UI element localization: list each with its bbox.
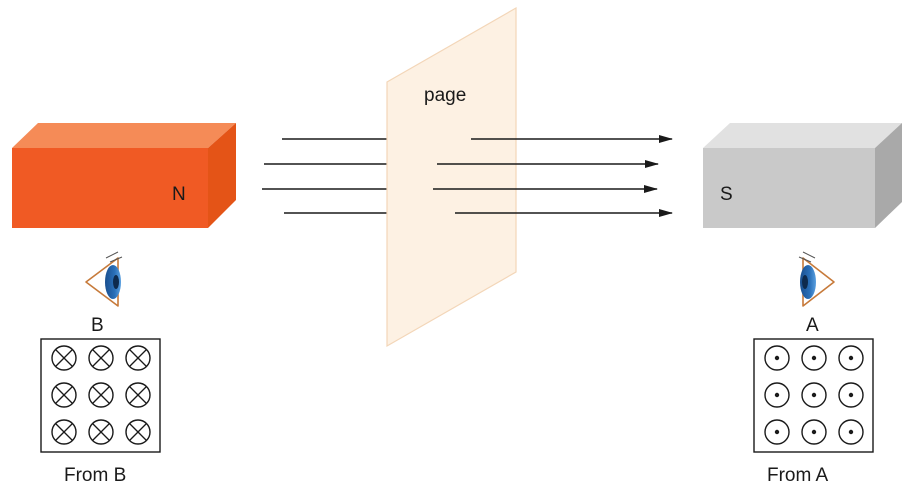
field-lines-left-segments <box>262 138 390 214</box>
north-magnet-front-face <box>12 148 208 228</box>
north-pole-label: N <box>172 184 186 205</box>
dot-circle-symbol-r2c3 <box>838 382 864 408</box>
grid-from-a <box>753 338 874 453</box>
cross-circle-symbol-r1c1 <box>51 345 77 371</box>
south-magnet-front-face <box>703 148 875 228</box>
observer-b-label: B <box>91 315 104 336</box>
dot-circle-symbol-r2c1 <box>764 382 790 408</box>
grid-from-b-symbols <box>51 345 151 445</box>
page-plane <box>386 6 517 348</box>
cross-circle-symbol-r3c1 <box>51 419 77 445</box>
dot-circle-symbol-r2c2 <box>801 382 827 408</box>
dot-circle-symbol-r3c3 <box>838 419 864 445</box>
south-magnet-side-face <box>875 123 902 228</box>
dot-circle-symbol-r3c2 <box>801 419 827 445</box>
south-magnet-top-face <box>703 123 902 148</box>
page-label: page <box>424 85 466 106</box>
dot-circle-symbol-r1c1 <box>764 345 790 371</box>
observer-a-label: A <box>806 315 819 336</box>
dot-circle-symbol-r3c1 <box>764 419 790 445</box>
north-magnet-side-face <box>208 123 236 228</box>
south-pole-label: S <box>720 184 733 205</box>
dot-circle-symbol-r1c2 <box>801 345 827 371</box>
cross-circle-symbol-r2c3 <box>125 382 151 408</box>
cross-circle-symbol-r2c2 <box>88 382 114 408</box>
north-magnet: N <box>12 123 236 228</box>
dot-circle-symbol-r1c3 <box>838 345 864 371</box>
cross-circle-symbol-r3c3 <box>125 419 151 445</box>
eye-icon-b <box>85 251 123 307</box>
grid-from-b <box>40 338 161 453</box>
grid-from-a-symbols <box>764 345 864 445</box>
south-magnet: S <box>703 123 902 228</box>
cross-circle-symbol-r3c2 <box>88 419 114 445</box>
cross-circle-symbol-r2c1 <box>51 382 77 408</box>
caption-from-b: From B <box>64 465 126 486</box>
cross-circle-symbol-r1c2 <box>88 345 114 371</box>
north-magnet-top-face <box>12 123 236 148</box>
field-lines-right-segments <box>433 135 673 217</box>
caption-from-a: From A <box>767 465 829 486</box>
cross-circle-symbol-r1c3 <box>125 345 151 371</box>
eye-icon-a <box>798 251 835 307</box>
